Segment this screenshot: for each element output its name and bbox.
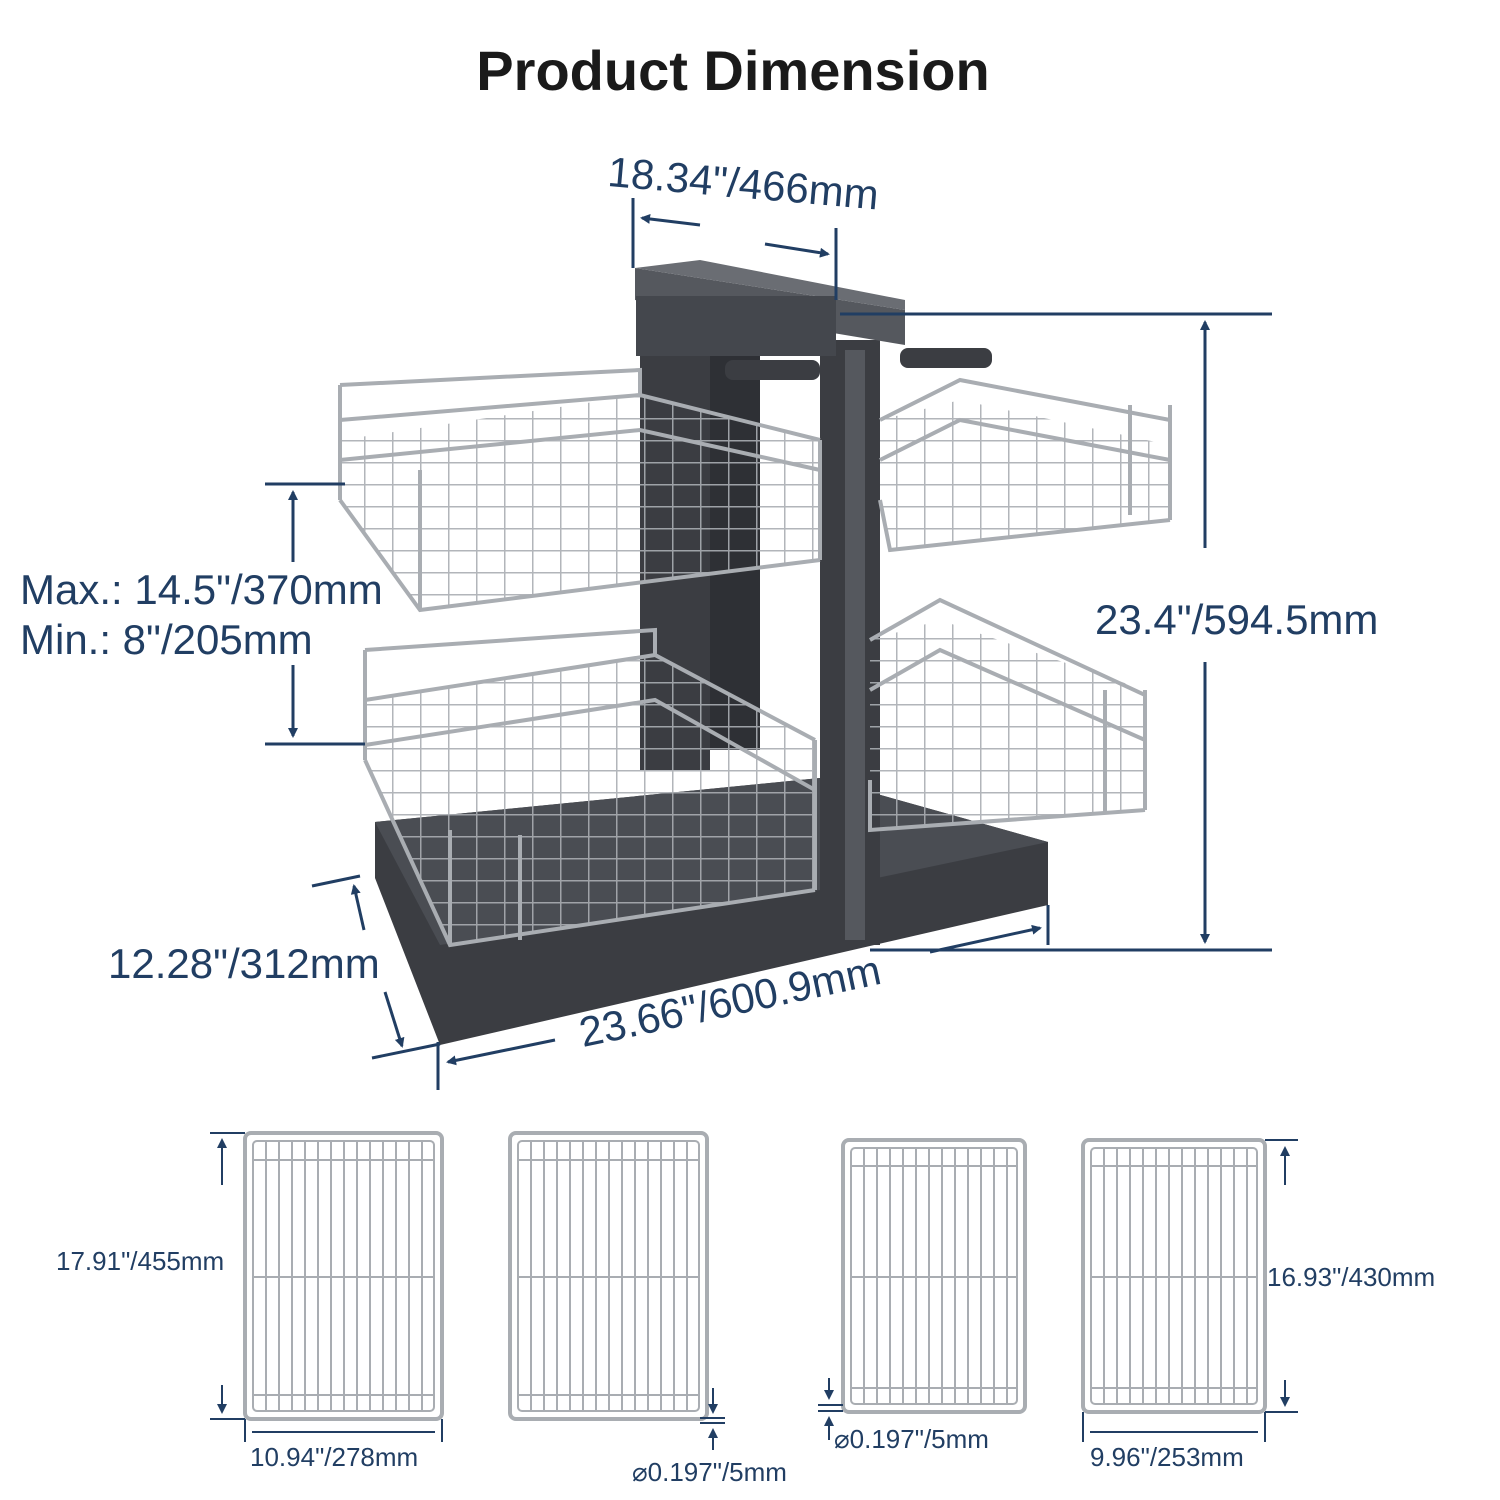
min-spacing-label: Min.: 8"/205mm bbox=[20, 616, 313, 663]
basket-lower-right bbox=[868, 597, 1147, 833]
basket-plan-large-2 bbox=[508, 1131, 709, 1421]
large-wire-diameter: ⌀0.197"/5mm bbox=[632, 1457, 787, 1488]
basket-top-views bbox=[243, 1131, 1267, 1421]
small-basket-length-label: 16.93"/430mm bbox=[1267, 1262, 1436, 1292]
basket-upper-right bbox=[878, 377, 1172, 553]
max-spacing-label: Max.: 14.5"/370mm bbox=[20, 566, 383, 613]
small-wire-diameter: ⌀0.197"/5mm bbox=[834, 1424, 989, 1455]
overall-height-label: 23.4"/594.5mm bbox=[1095, 596, 1379, 643]
pull-out-unit-illustration bbox=[338, 260, 1172, 1045]
basket-plan-small-1 bbox=[841, 1138, 1027, 1414]
basket-plan-small-2 bbox=[1081, 1138, 1267, 1414]
large-wire-value: 0.197"/5mm bbox=[647, 1457, 787, 1487]
handle-left bbox=[725, 360, 820, 380]
dimension-lines bbox=[265, 198, 1272, 1090]
large-basket-width-label: 10.94"/278mm bbox=[250, 1442, 419, 1472]
basket-plan-large-1 bbox=[243, 1131, 444, 1421]
basket-lower-left bbox=[363, 627, 817, 948]
large-basket-length-label: 17.91"/455mm bbox=[56, 1246, 225, 1276]
diameter-icon: ⌀ bbox=[632, 1457, 648, 1487]
depth-label: 12.28"/312mm bbox=[108, 940, 380, 987]
small-wire-value: 0.197"/5mm bbox=[849, 1424, 989, 1454]
diameter-icon: ⌀ bbox=[834, 1424, 850, 1454]
small-basket-width-label: 9.96"/253mm bbox=[1090, 1442, 1244, 1472]
basket-dimension-lines bbox=[210, 1132, 1298, 1450]
page-title: Product Dimension bbox=[476, 39, 990, 102]
basket-upper-left bbox=[338, 367, 822, 613]
handle-right bbox=[900, 348, 992, 368]
